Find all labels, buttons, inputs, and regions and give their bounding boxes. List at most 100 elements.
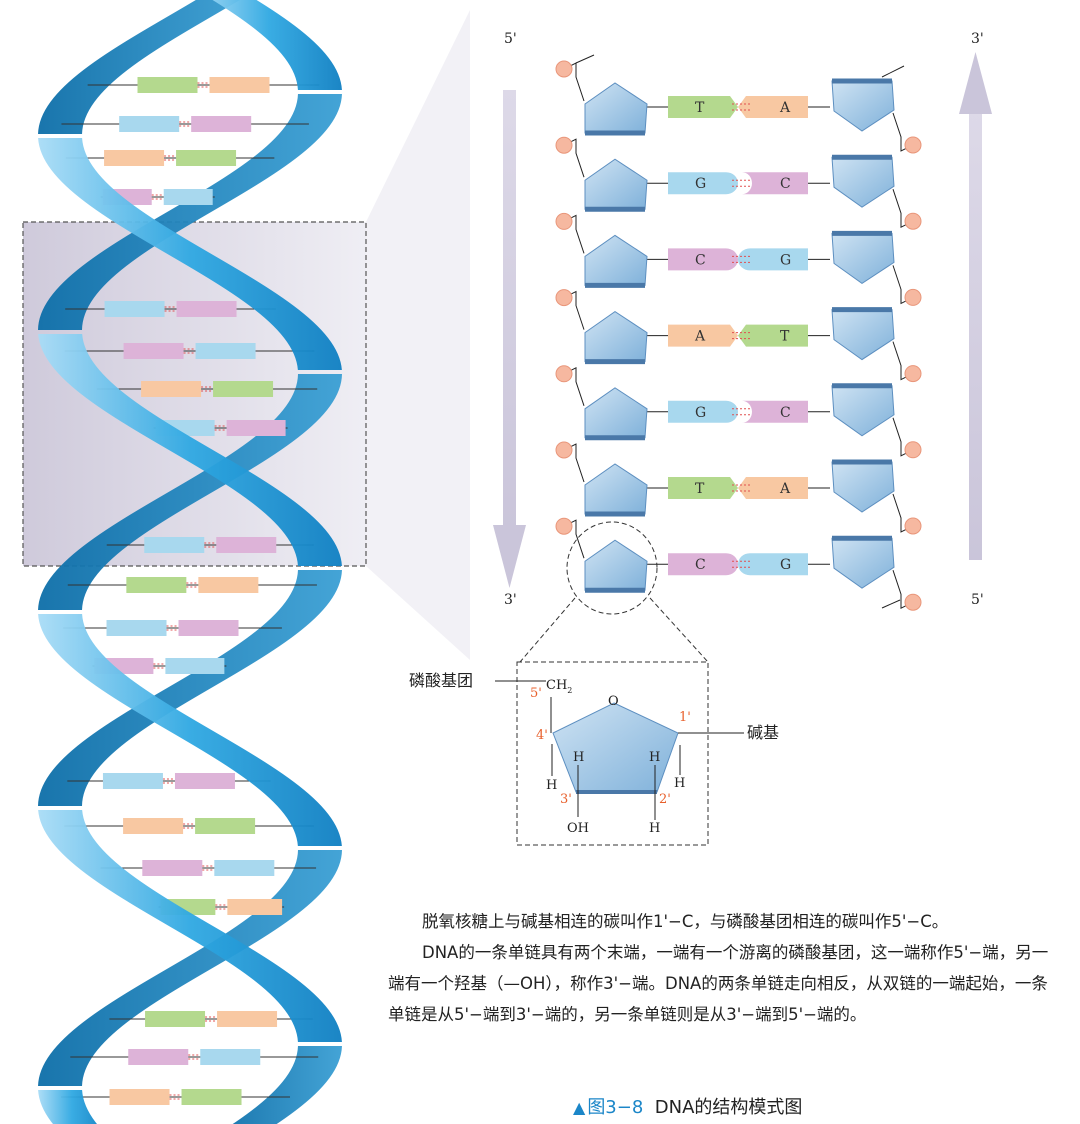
helix-base-a	[102, 773, 163, 789]
sugar-right-4	[831, 383, 895, 437]
helix-strand-a-segment	[38, 94, 342, 330]
caption-marker-icon: ▲	[573, 1098, 586, 1117]
helix-base-a	[141, 381, 202, 397]
zoom-line-left	[519, 597, 576, 663]
base-letter: C	[695, 252, 706, 268]
sugar-right-2	[831, 230, 895, 285]
base-letter: C	[780, 176, 791, 192]
helix-base-b	[195, 818, 256, 834]
helix-base-pairs	[61, 77, 320, 1105]
phosphate-left-0	[555, 60, 573, 78]
helix-base-b	[217, 1011, 278, 1027]
helix-rung	[67, 577, 317, 593]
h-bottom: H	[649, 821, 660, 836]
helix-base-a	[144, 537, 205, 553]
down-direction-arrow	[493, 90, 526, 588]
phosphate-right-6	[904, 593, 922, 611]
sugar-right-5	[831, 459, 895, 513]
helix-strand-a-segment	[232, 1046, 342, 1124]
helix-base-b	[163, 189, 213, 205]
helix-strand-a-segment	[38, 334, 342, 566]
helix-rung	[61, 1089, 290, 1105]
ch2-label: CH2	[546, 678, 572, 695]
helix-strand-a-segment	[38, 570, 342, 806]
h-left-top: H	[573, 750, 584, 765]
helix-base-b	[191, 116, 252, 132]
carbon-4-label: 4'	[536, 728, 548, 743]
sugar-left-0	[584, 82, 648, 136]
helix-rung	[153, 420, 288, 436]
helix-strand-b-segment	[38, 0, 240, 134]
helix-rung	[106, 537, 314, 553]
base-right-6: G	[738, 553, 808, 576]
base-left-4: G	[668, 400, 738, 423]
carbon-3-label: 3'	[560, 792, 572, 807]
helix-rung	[63, 620, 282, 636]
helix-base-b	[200, 1049, 261, 1065]
helix-base-a	[123, 343, 184, 359]
figure-number: 图3−8	[587, 1097, 644, 1118]
helix-base-b	[216, 537, 277, 553]
base-left-6: C	[668, 553, 738, 576]
helix-rung	[96, 381, 318, 397]
deoxyribose-detail: 磷酸基团 碱基 CH2 O H H H H OH H 1' 2' 3' 4' 5…	[409, 661, 779, 846]
helix-rung	[64, 818, 314, 834]
base-letter: A	[779, 481, 791, 497]
explanation-text: 脱氧核糖上与碱基相连的碳叫作1'−C，与磷酸基团相连的碳叫作5'−C。 DNA的…	[388, 906, 1058, 1030]
base-letter: T	[695, 481, 705, 497]
phosphate-right-1	[904, 212, 922, 230]
figure-title: DNA的结构模式图	[654, 1097, 803, 1118]
helix-base-b	[209, 77, 270, 93]
base-right-1: C	[742, 172, 808, 195]
base-left-0: T	[668, 96, 738, 118]
base-label: 碱基	[747, 723, 779, 742]
helix-rung	[70, 1049, 319, 1065]
helix-base-a	[104, 301, 165, 317]
sugar-right-6	[831, 535, 895, 589]
helix-base-b	[198, 577, 259, 593]
figure-caption: ▲图3−8 DNA的结构模式图	[573, 1093, 802, 1119]
sugar-right-3	[831, 307, 895, 361]
base-right-3: T	[738, 324, 808, 347]
h-left-side: H	[546, 778, 557, 793]
helix-rung	[109, 1011, 313, 1027]
helix-base-a	[123, 818, 184, 834]
phosphate-left-6	[555, 517, 573, 535]
left-strand-bottom-label: 3'	[504, 592, 517, 608]
helix-rung	[64, 343, 315, 359]
deoxyribose-pentagon	[552, 702, 679, 793]
base-letter: T	[780, 329, 790, 345]
helix-base-b	[176, 301, 237, 317]
left-strand-top-label: 5'	[504, 31, 517, 47]
helix-base-a	[128, 1049, 189, 1065]
helix-base-b	[214, 860, 275, 876]
zoom-projection	[366, 10, 470, 660]
phosphate-right-3	[904, 365, 922, 383]
zoom-circle	[566, 521, 658, 615]
phosphate-left-3	[555, 289, 573, 307]
carbon-2-label: 2'	[659, 792, 671, 807]
base-left-5: T	[668, 477, 738, 499]
helix-base-b	[174, 773, 235, 789]
helix-rung	[100, 860, 317, 876]
phosphate-left-1	[555, 136, 573, 154]
helix-base-b	[176, 150, 237, 166]
helix-strand-b-segment	[38, 1090, 97, 1124]
helix-base-a	[126, 577, 187, 593]
paragraph-1: 脱氧核糖上与碱基相连的碳叫作1'−C，与磷酸基团相连的碳叫作5'−C。	[422, 912, 949, 931]
helix-base-b	[226, 420, 286, 436]
base-left-2: C	[668, 248, 738, 271]
base-letter: G	[695, 405, 706, 421]
base-letter: C	[695, 557, 706, 573]
base-letter: T	[695, 100, 705, 116]
helix-strand-a-segment	[212, 0, 342, 90]
helix-front-strand	[38, 0, 342, 1124]
base-left-1: G	[668, 172, 738, 195]
sugar-right-1	[831, 154, 895, 208]
